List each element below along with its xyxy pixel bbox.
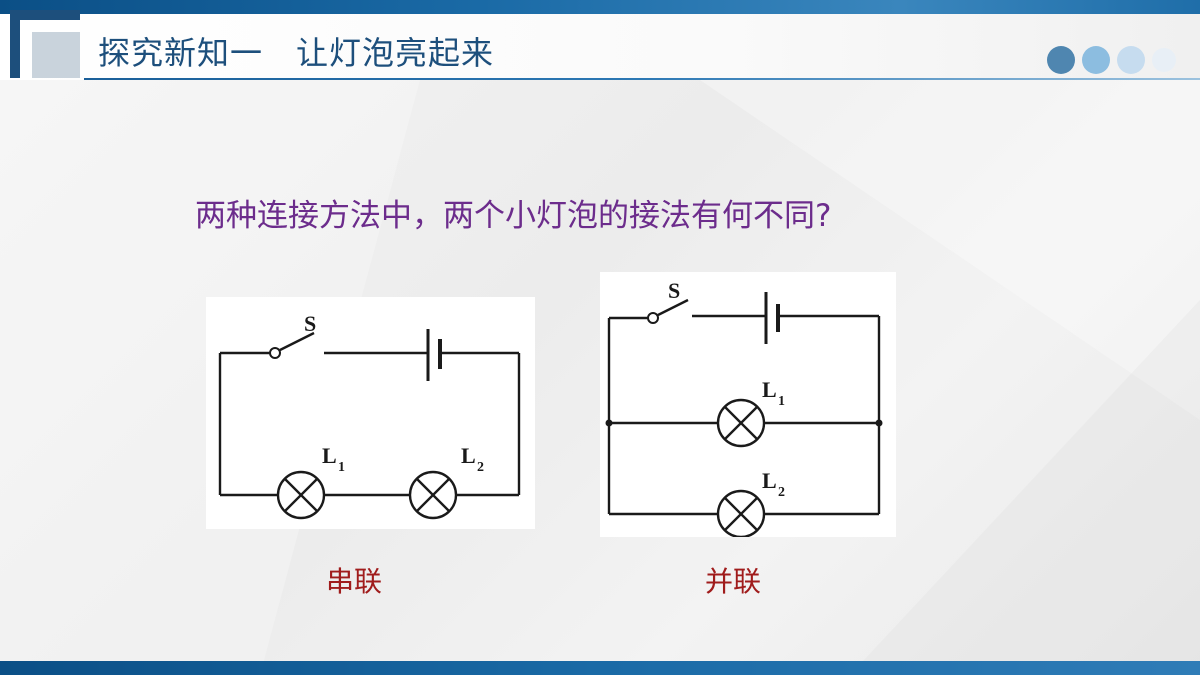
question-text: 两种连接方法中，两个小灯泡的接法有何不同? [195,198,832,234]
lamp2-label: L [762,468,777,493]
lamp2-icon [408,470,458,520]
header-underline [84,78,1200,80]
junction-right-icon [875,419,883,427]
lamp1-subscript: 1 [338,460,345,475]
switch-blade [279,331,315,352]
parallel-circuit-diagram: S L 1 L 2 [600,272,896,537]
page-title: 探究新知一 让灯泡亮起来 [98,34,495,72]
progress-dots-icon [1047,46,1176,74]
series-circuit-diagram: S L 1 L 2 [206,297,535,529]
lamp1-subscript: 1 [778,394,785,409]
switch-label: S [304,311,316,336]
switch-pivot-icon [647,312,659,324]
lamp2-icon [716,489,766,537]
lamp1-label: L [322,443,337,468]
lamp2-label: L [461,443,476,468]
lamp1-label: L [762,377,777,402]
lamp1-icon [276,470,326,520]
switch-pivot-icon [269,347,281,359]
switch-blade [657,298,689,317]
junction-left-icon [605,419,613,427]
header-band [0,14,1200,80]
top-accent-bar [0,0,1200,14]
lamp2-subscript: 2 [778,485,785,500]
bracket-logo-icon [10,10,80,78]
bottom-accent-bar [0,661,1200,675]
series-caption: 串联 [326,565,383,598]
lamp1-icon [716,398,766,448]
lamp2-subscript: 2 [477,460,484,475]
switch-label: S [668,278,680,303]
parallel-caption: 并联 [705,565,762,598]
